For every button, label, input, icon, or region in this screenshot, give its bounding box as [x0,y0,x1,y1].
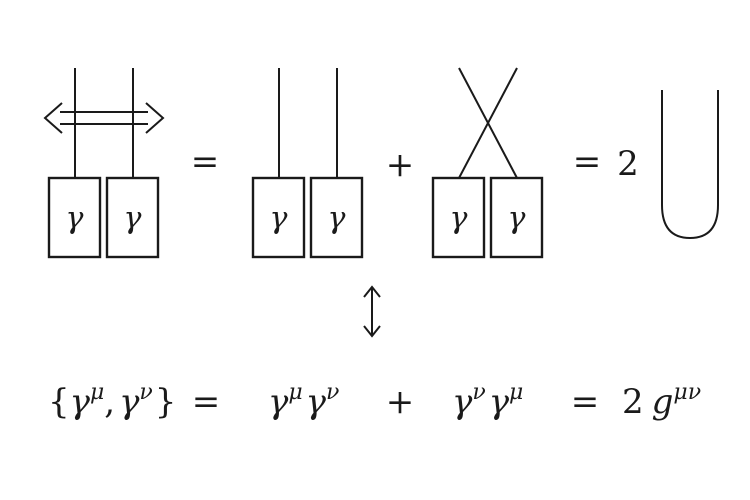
gamma-box [47,176,102,259]
plus-sign: + [386,145,415,185]
gamma-box [105,176,160,259]
gamma-symbol: γ [119,382,140,422]
term-crossed-graphic: γ γ [431,67,544,259]
anticommutator-expression: {γμ,γν} [48,380,176,422]
gamma-symbol: γ [306,382,327,422]
index-nu: ν [472,380,485,405]
gamma-symbol: γ [270,201,288,236]
gamma-symbol: γ [489,382,510,422]
gamma-symbol: γ [124,201,142,236]
equals-sign: = [571,382,600,422]
close-brace: } [155,382,177,422]
coefficient: 2 [617,144,639,184]
product-nu-mu: γνγμ [452,380,523,422]
gamma-symbol: γ [450,201,468,236]
correspondence-arrow-icon [363,285,381,338]
gamma-symbol: γ [452,382,473,422]
gamma-symbol: γ [508,201,526,236]
term-direct-graphic: γ γ [251,68,364,259]
equals-sign: = [573,142,602,182]
double-arrow-icon [43,102,165,134]
comma: , [104,382,115,422]
index-mu: μ [90,380,104,405]
cup-wire [661,90,719,240]
product-mu-nu: γμγν [268,380,339,422]
index-mu: μ [509,380,523,405]
equals-sign: = [191,142,220,182]
equals-sign: = [192,382,221,422]
gamma-box [489,176,544,259]
gamma-box [251,176,306,259]
term-anticommutator-graphic: γ γ [43,68,165,259]
plus-sign: + [386,382,415,422]
metric-symbol: g [652,382,674,422]
gamma-symbol: γ [328,201,346,236]
index-nu: ν [139,380,152,405]
metric-indices: μν [673,380,701,405]
gamma-symbol: γ [70,382,91,422]
coefficient: 2 [622,382,644,422]
wire-crossed [458,67,518,179]
gamma-symbol: γ [268,382,289,422]
gamma-box [309,176,364,259]
index-mu: μ [288,380,302,405]
open-brace: { [48,382,70,422]
gamma-symbol: γ [66,201,84,236]
index-nu: ν [326,380,339,405]
gamma-box [431,176,486,259]
